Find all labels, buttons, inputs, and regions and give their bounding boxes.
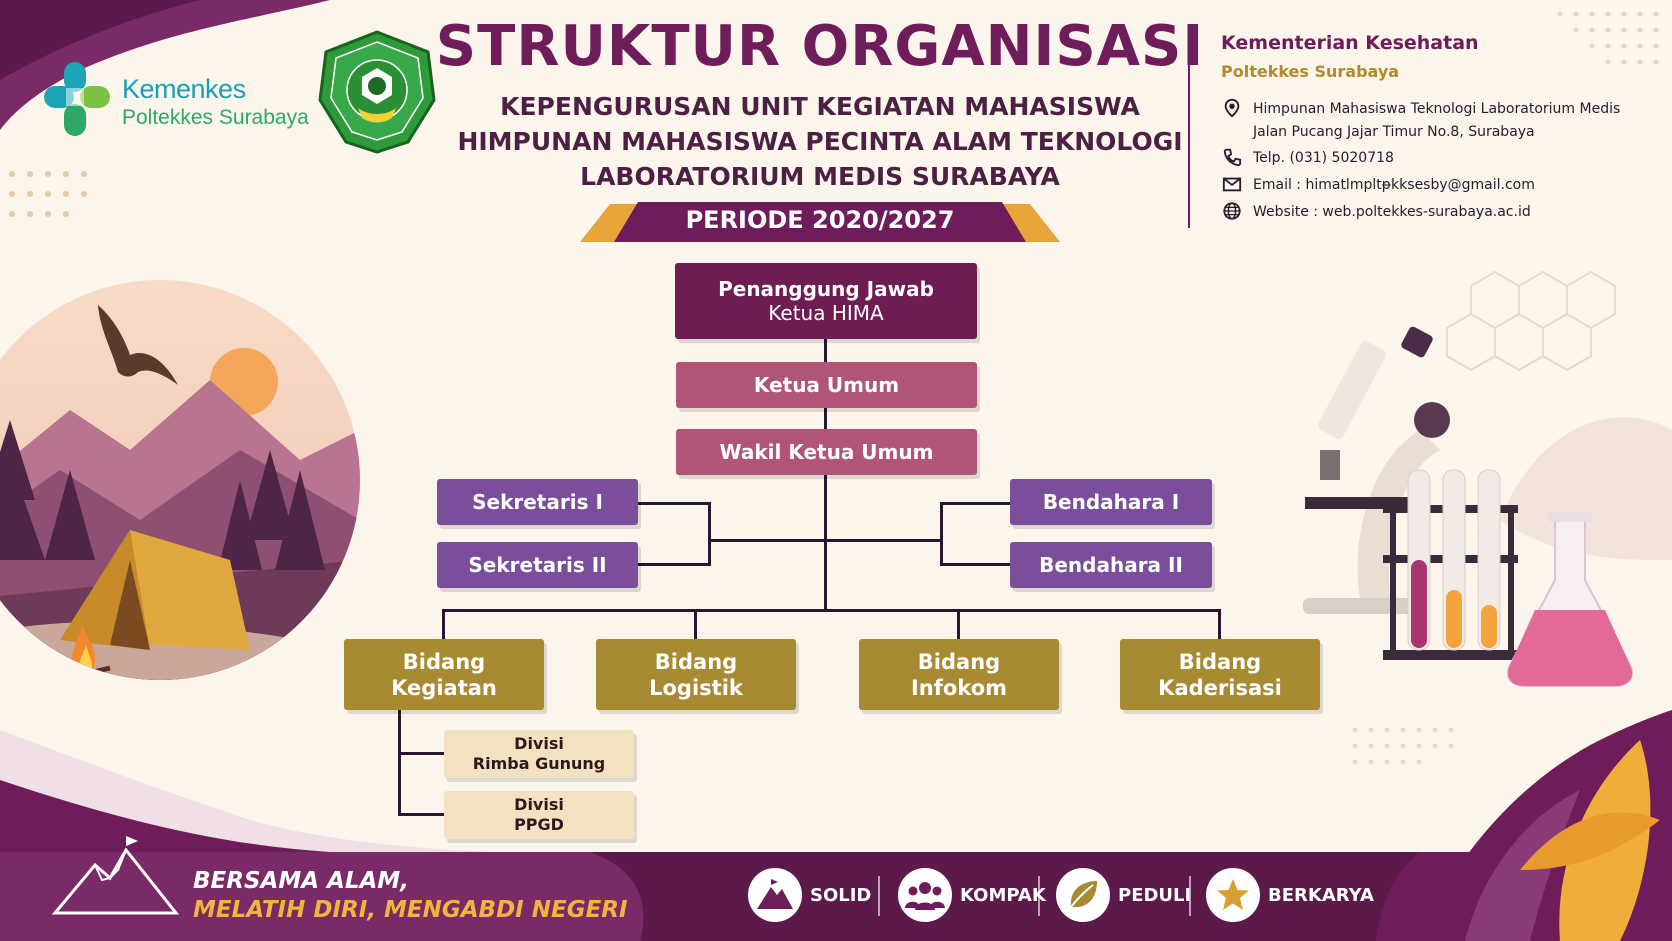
slogan-line-2: MELATIH DIRI, MENGABDI NEGERI xyxy=(193,897,628,923)
connector-bidang-4 xyxy=(1218,609,1221,639)
box-sekretaris-2: Sekretaris II xyxy=(437,542,638,588)
box-sekretaris-1: Sekretaris I xyxy=(437,479,638,525)
phone-icon xyxy=(1223,148,1242,167)
box-divisi-rimba-gunung-line1: Divisi xyxy=(514,734,564,753)
kemenkes-logo-icon xyxy=(44,62,110,136)
mountain-icon xyxy=(757,879,793,909)
box-divisi-ppgd: Divisi PPGD xyxy=(444,791,634,839)
box-bidang-kegiatan-line1: Bidang xyxy=(402,649,486,674)
box-bidang-kegiatan-line2: Kegiatan xyxy=(391,675,497,700)
value-peduli: PEDULI xyxy=(1056,868,1191,922)
box-ketua-umum-label: Ketua Umum xyxy=(753,373,900,397)
box-bidang-kaderisasi-line1: Bidang xyxy=(1178,649,1262,674)
box-bidang-kaderisasi-line2: Kaderisasi xyxy=(1158,675,1282,700)
box-bidang-infokom-line2: Infokom xyxy=(910,675,1008,700)
kemenkes-logo-subtitle: Poltekkes Surabaya xyxy=(122,106,309,129)
connector-bendahara-vertical xyxy=(940,502,943,566)
box-divisi-rimba-gunung-line2: Rimba Gunung xyxy=(472,754,606,773)
box-sekretaris-2-label: Sekretaris II xyxy=(468,553,607,577)
org-name: Kementerian Kesehatan xyxy=(1221,32,1479,54)
connector-divisi-1 xyxy=(398,752,444,755)
phone-text: Telp. (031) 5020718 xyxy=(1253,150,1394,166)
org-subname: Poltekkes Surabaya xyxy=(1221,62,1400,81)
contact-address: Himpunan Mahasiswa Teknologi Laboratoriu… xyxy=(1221,98,1651,144)
slogan-line-1: BERSAMA ALAM, xyxy=(193,868,409,894)
connector-bendahara-1 xyxy=(940,502,1010,505)
subtitle-line-2: HIMPUNAN MAHASISWA PECINTA ALAM TEKNOLOG… xyxy=(457,127,1183,156)
box-bidang-logistik-line1: Bidang xyxy=(654,649,738,674)
box-bidang-logistik-line2: Logistik xyxy=(649,675,743,700)
connector-bendahara-2 xyxy=(940,563,1010,566)
page-title: STRUKTUR ORGANISASI xyxy=(435,14,1205,79)
box-penanggung-jawab-subtitle: Ketua HIMA xyxy=(768,301,884,325)
box-penanggung-jawab-title: Penanggung Jawab xyxy=(718,277,934,301)
box-penanggung-jawab: Penanggung Jawab Ketua HIMA xyxy=(675,263,977,339)
connector-sekretaris-vertical xyxy=(708,502,711,566)
value-berkarya: BERKARYA xyxy=(1206,868,1374,922)
box-bendahara-2: Bendahara II xyxy=(1010,542,1212,588)
connector-sekretaris-1 xyxy=(638,502,710,505)
box-bidang-infokom-line1: Bidang xyxy=(917,649,1001,674)
contact-website: Website : web.poltekkes-surabaya.ac.id xyxy=(1221,201,1651,224)
contact-phone: Telp. (031) 5020718 xyxy=(1221,147,1651,170)
connector-sekretaris-2 xyxy=(638,563,710,566)
value-separator xyxy=(1038,876,1040,916)
connector-bidang-1 xyxy=(442,609,445,639)
connector-divisi-2 xyxy=(398,813,444,816)
globe-icon xyxy=(1223,202,1241,220)
box-sekretaris-1-label: Sekretaris I xyxy=(472,490,603,514)
hima-emblem-icon xyxy=(318,30,436,154)
box-divisi-ppgd-line2: PPGD xyxy=(514,815,564,834)
kemenkes-logo-title: Kemenkes xyxy=(122,74,246,104)
box-bidang-kaderisasi: Bidang Kaderisasi xyxy=(1120,639,1320,710)
box-bidang-logistik: Bidang Logistik xyxy=(596,639,796,710)
box-bidang-kegiatan: Bidang Kegiatan xyxy=(344,639,544,710)
value-kompak: KOMPAK xyxy=(898,868,1046,922)
address-line-1: Himpunan Mahasiswa Teknologi Laboratoriu… xyxy=(1253,101,1621,117)
connector-bidang-3 xyxy=(957,609,960,639)
connector-main-vertical xyxy=(824,339,827,611)
connector-bidang-2 xyxy=(694,609,697,639)
website-text[interactable]: Website : web.poltekkes-surabaya.ac.id xyxy=(1253,204,1531,220)
subtitle-line-3: LABORATORIUM MEDIS SURABAYA xyxy=(580,162,1060,191)
leaf-icon xyxy=(1070,881,1097,908)
value-peduli-label: PEDULI xyxy=(1118,884,1192,906)
subtitle-line-1: KEPENGURUSAN UNIT KEGIATAN MAHASISWA xyxy=(500,92,1140,121)
connector-side-horizontal xyxy=(708,539,942,542)
box-bidang-infokom: Bidang Infokom xyxy=(859,639,1059,710)
value-berkarya-label: BERKARYA xyxy=(1268,884,1374,906)
email-text[interactable]: Email : himatlmpltᵽkksesby@gmail.com xyxy=(1253,177,1535,193)
connector-bidang-horizontal xyxy=(442,609,1220,612)
value-solid-label: SOLID xyxy=(810,884,872,906)
value-separator xyxy=(1189,876,1191,916)
box-wakil-ketua-umum-label: Wakil Ketua Umum xyxy=(719,440,934,464)
email-icon xyxy=(1222,177,1242,192)
contact-email: Email : himatlmpltᵽkksesby@gmail.com xyxy=(1221,174,1651,197)
box-divisi-rimba-gunung: Divisi Rimba Gunung xyxy=(444,730,634,778)
box-wakil-ketua-umum: Wakil Ketua Umum xyxy=(676,429,977,475)
box-bendahara-1: Bendahara I xyxy=(1010,479,1212,525)
location-pin-icon xyxy=(1224,98,1240,118)
value-solid: SOLID xyxy=(748,868,871,922)
header-divider xyxy=(1188,28,1190,228)
box-bendahara-1-label: Bendahara I xyxy=(1042,490,1180,514)
box-ketua-umum: Ketua Umum xyxy=(676,362,977,408)
address-line-2: Jalan Pucang Jajar Timur No.8, Surabaya xyxy=(1253,124,1535,140)
connector-divisi-vertical xyxy=(398,710,401,816)
value-separator xyxy=(878,876,880,916)
periode-ribbon xyxy=(580,202,1060,242)
star-icon xyxy=(1217,879,1249,910)
box-bendahara-2-label: Bendahara II xyxy=(1039,553,1183,577)
box-divisi-ppgd-line1: Divisi xyxy=(514,795,564,814)
value-kompak-label: KOMPAK xyxy=(960,884,1046,906)
periode-label: PERIODE 2020/2027 xyxy=(685,206,955,234)
group-icon xyxy=(905,882,945,910)
